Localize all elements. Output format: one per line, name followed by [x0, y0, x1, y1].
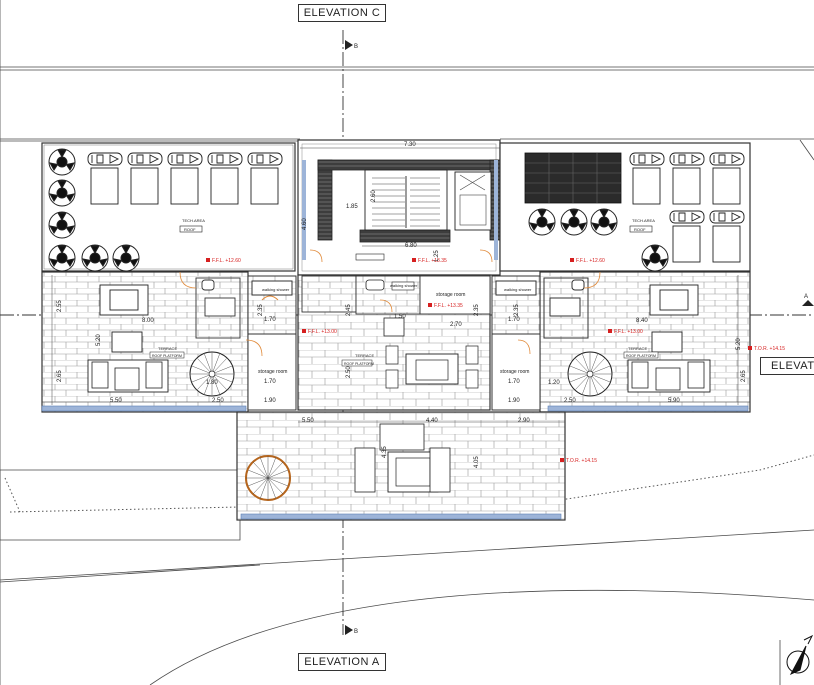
dim-left-h2: 5.20 [96, 334, 102, 346]
dim-mid-v2: 2.35 [474, 304, 480, 316]
dim-left-h1: 2.55 [57, 300, 63, 312]
dim-right-stair2: 2.50 [564, 398, 576, 404]
north-arrow-icon [786, 634, 814, 676]
dim-low-v2: 4.05 [474, 456, 480, 468]
dim-stair-h: 4.60 [302, 218, 308, 230]
level-ffl-left: F.F.L. +12.60 [212, 258, 241, 264]
dim-low-v1: 4.35 [382, 446, 388, 458]
level-tor-low: T.O.R. +14.15 [566, 458, 597, 464]
left-walking-shower-label: walking shower [262, 287, 290, 292]
right-wet-rooms [491, 275, 589, 411]
dim-stair-b: 1.85 [346, 204, 358, 210]
level-ffl-right2: F.F.L. +13.00 [614, 329, 643, 335]
section-mark-a-right: A [804, 294, 808, 300]
right-ac-units [629, 152, 745, 263]
left-shower-stalls [195, 277, 241, 339]
central-terrace-label: TERRACE [355, 353, 374, 358]
stair-core [297, 139, 501, 276]
dim-right-terrace: 8.40 [636, 318, 648, 324]
central-roof-platform-label: ROOF PLATFORM [344, 362, 374, 366]
central-storage-room-label: storage room [436, 292, 465, 298]
right-fans [528, 208, 669, 272]
dimension-lines [42, 147, 750, 423]
dim-left-bottom: 5.50 [110, 398, 122, 404]
right-spiral-stair [567, 351, 613, 397]
right-roof-platform-label: ROOF PLATFORM [626, 354, 656, 358]
elevation-a-label: ELEVATION A [298, 653, 386, 671]
dim-right-bottom: 5.90 [668, 398, 680, 404]
dim-stair-a: 2.60 [371, 190, 377, 202]
level-ffl-left2: F.F.L. +13.00 [308, 329, 337, 335]
dim-left-terrace: 8.00 [142, 318, 154, 324]
left-tech-area-label: TECH.AREA [182, 218, 205, 223]
dim-low-a: 5.50 [302, 418, 314, 424]
level-ffl-mid: F.F.L. +13.35 [418, 258, 447, 264]
right-storage-room-label: storage room [500, 369, 529, 375]
dim-right-h2: 5.20 [736, 338, 742, 350]
dim-stair-width: 7.30 [404, 142, 416, 148]
dim-left-shower-h: 2.35 [258, 304, 264, 316]
central-walking-shower-label: walking shower [390, 283, 418, 288]
level-markers: F.F.L. +12.60 F.F.L. +13.35 F.F.L. +12.6… [206, 258, 785, 464]
left-ac-units [87, 152, 283, 205]
dim-low-b: 4.40 [426, 418, 438, 424]
dim-left-stair1: 1.80 [206, 380, 218, 386]
dim-right-shower-w: 1.70 [508, 317, 520, 323]
right-roof-label: ROOF [634, 227, 646, 232]
left-wet-rooms [247, 275, 297, 411]
level-ffl-mid2: F.F.L. +13.35 [434, 303, 463, 309]
dim-stair-total: 6.80 [405, 243, 417, 249]
dim-right-h1: 2.65 [741, 370, 747, 382]
right-walking-shower-label: walking shower [504, 287, 532, 292]
left-storage-room-label: storage room [258, 369, 287, 375]
dim-left-store-w: 1.70 [264, 379, 276, 385]
level-ffl-right: F.F.L. +12.60 [576, 258, 605, 264]
section-arrow-a-right [802, 300, 814, 306]
dim-left-h3: 2.65 [57, 370, 63, 382]
right-terrace-label: TERRACE [628, 346, 647, 351]
level-tor-right: T.O.R. +14.15 [754, 346, 785, 352]
right-tech-area-label: TECH.AREA [632, 218, 655, 223]
section-mark-b-bottom: B [354, 629, 358, 635]
left-roof-platform-label: ROOF PLATFORM [152, 354, 182, 358]
section-arrow-b-top [345, 40, 353, 50]
dim-mid-shower: 1.50 [394, 314, 406, 320]
left-roof-label: ROOF [184, 227, 196, 232]
left-fans [48, 148, 140, 272]
right-roof-area [499, 142, 751, 272]
dim-right-shower-h: 2.35 [514, 304, 520, 316]
lower-terrace [236, 411, 566, 521]
elevation-right-label: ELEVAT [760, 357, 814, 375]
dim-left-stair2: 2.50 [212, 398, 224, 404]
dim-mid-v1: 2.45 [346, 304, 352, 316]
dim-low-c: 2.90 [518, 418, 530, 424]
section-arrow-b-bottom [345, 625, 353, 635]
elevation-c-label: ELEVATION C [298, 4, 386, 22]
section-mark-b-top: B [354, 44, 358, 50]
dim-mid-v3: 2.50 [346, 366, 352, 378]
dimension-texts: 7.30 2.60 1.85 4.60 6.80 1.25 8.00 2.55 … [57, 142, 747, 468]
dim-right-stair1: 1.20 [548, 380, 560, 386]
dim-right-store-w: 1.70 [508, 379, 520, 385]
left-terrace-label: TERRACE [158, 346, 177, 351]
dim-stair-small: 1.25 [434, 250, 440, 262]
dim-right-store-b: 1.90 [508, 398, 520, 404]
dim-mid-store: 2.70 [450, 322, 462, 328]
boundary-dotted [9, 454, 814, 513]
dim-left-shower-w: 1.70 [264, 317, 276, 323]
central-terrace [297, 274, 491, 411]
dim-left-store-b: 1.90 [264, 398, 276, 404]
left-spiral-stair [189, 351, 235, 397]
